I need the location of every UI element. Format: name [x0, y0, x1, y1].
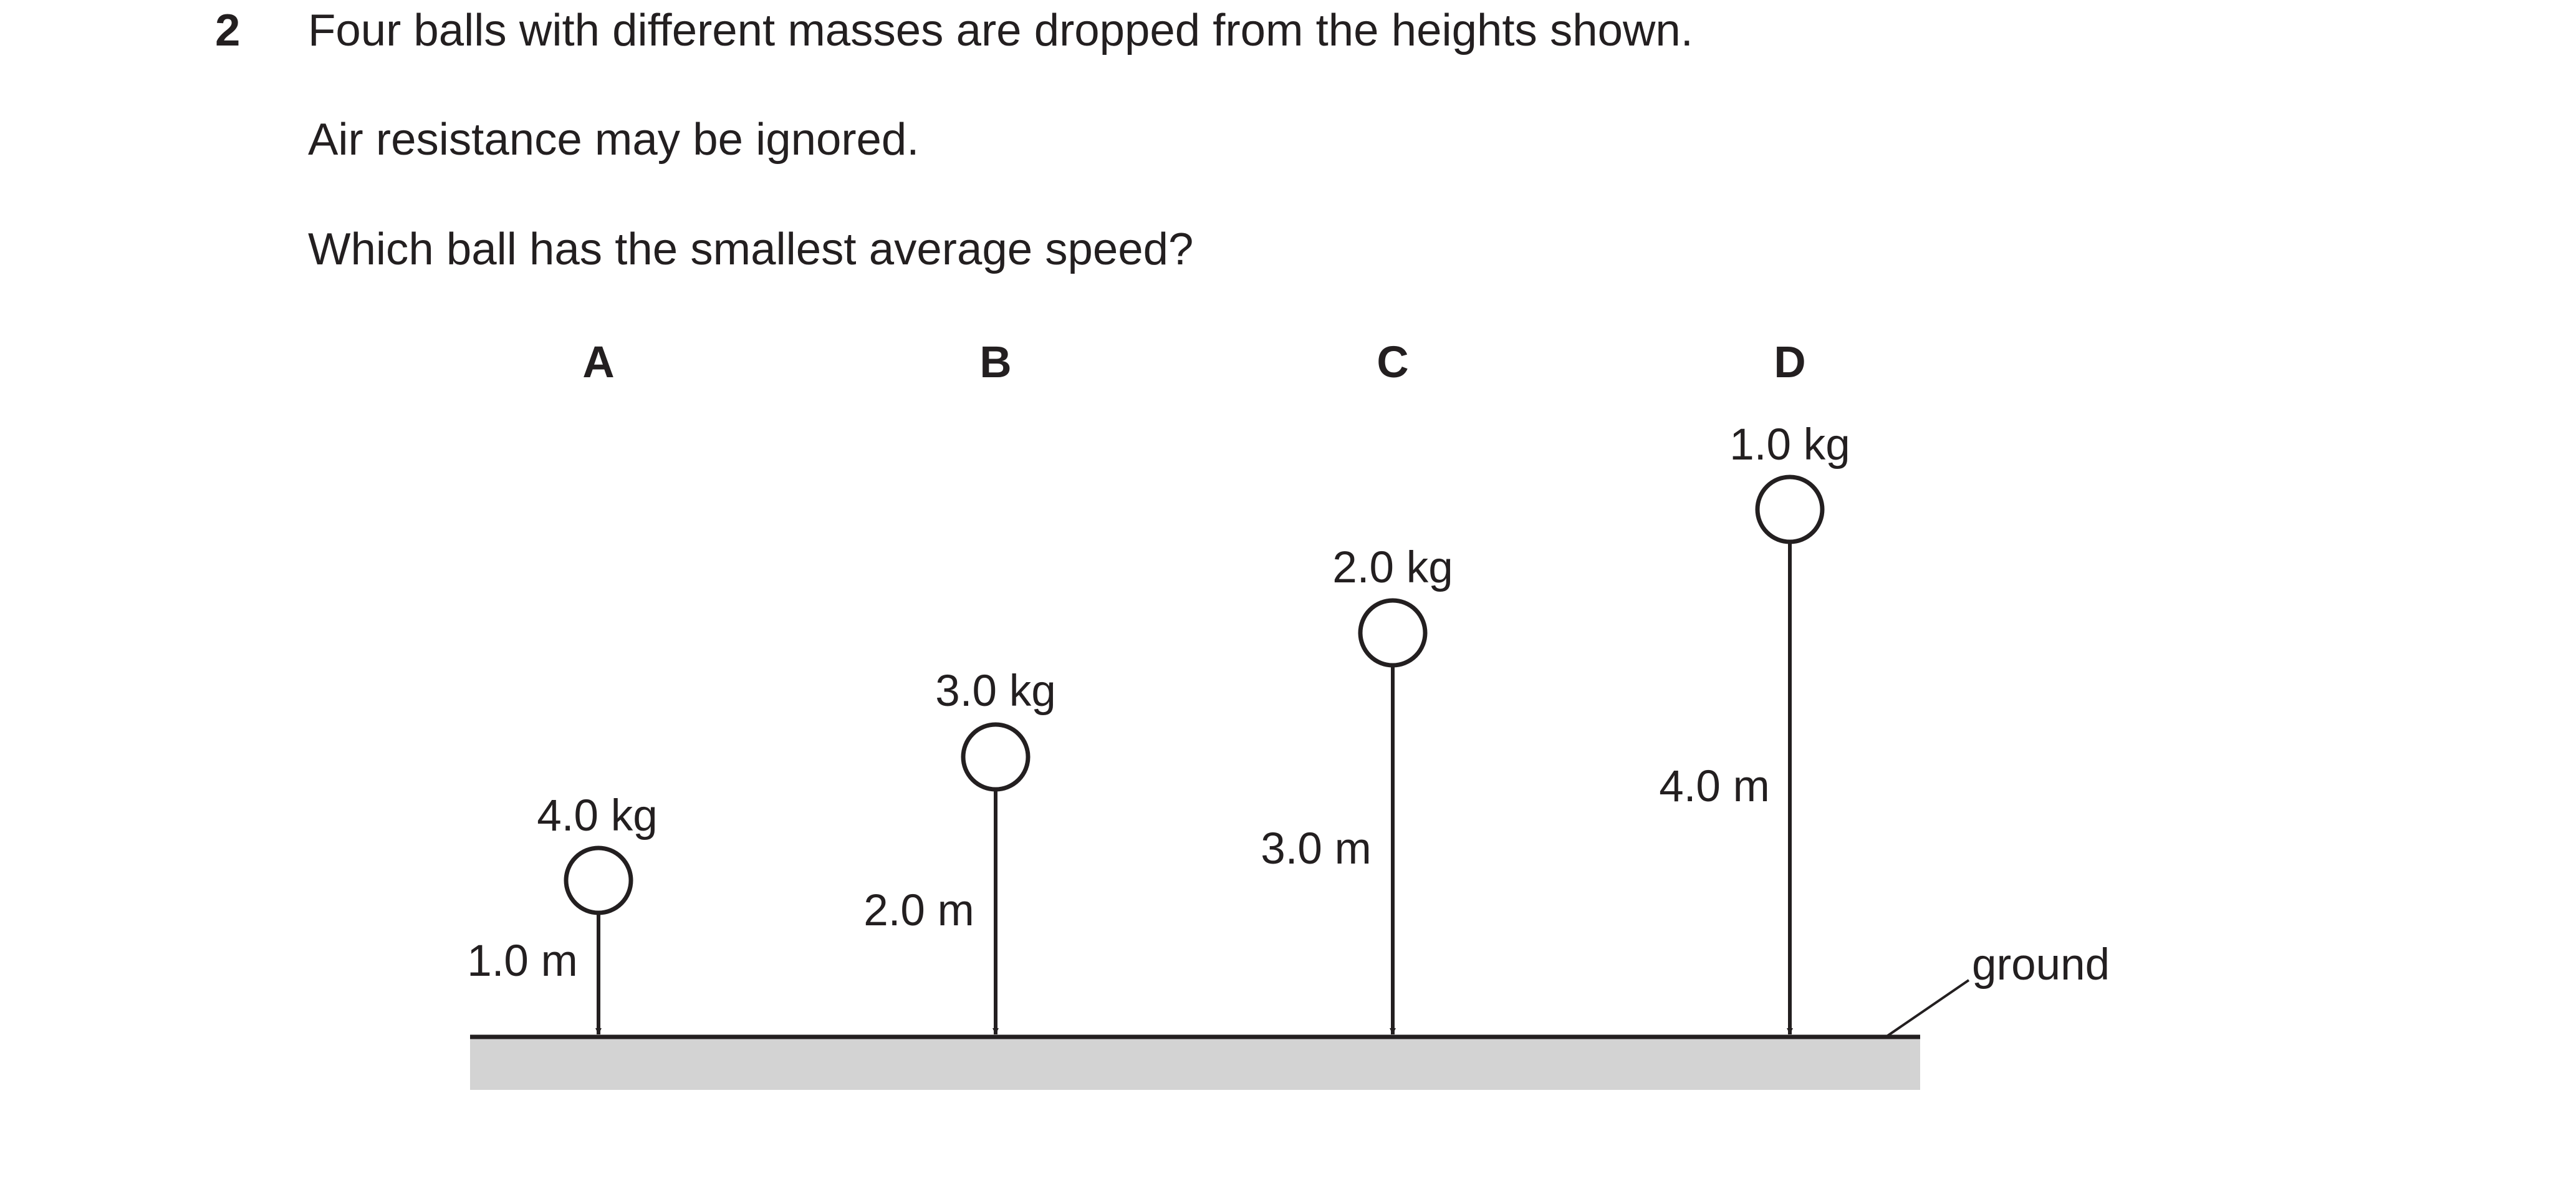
ball-b-mass-label: 3.0 kg [935, 667, 1055, 716]
ball-a-height-label: 1.0 m [467, 937, 578, 986]
ball-b-group: B 3.0 kg 2.0 m [863, 338, 1056, 1034]
ball-c-letter: C [1377, 338, 1408, 387]
ball-c-mass-label: 2.0 kg [1332, 543, 1453, 592]
ball-a-group: A 4.0 kg 1.0 m [467, 338, 658, 1034]
ball-a [564, 845, 633, 915]
ball-d [1755, 474, 1825, 544]
ground-surface [470, 1037, 1920, 1090]
ball-a-letter: A [582, 338, 614, 387]
ball-d-letter: D [1774, 338, 1805, 387]
question-line-3: Which ball has the smallest average spee… [308, 224, 1193, 274]
ball-b-height-label: 2.0 m [863, 886, 974, 935]
ground-label: ground [1972, 940, 2110, 990]
question-number: 2 [215, 5, 240, 55]
ball-b-letter: B [979, 338, 1011, 387]
question-line-2: Air resistance may be ignored. [308, 114, 919, 165]
ball-c-height-label: 3.0 m [1261, 824, 1372, 874]
ball-b [961, 722, 1031, 792]
ball-d-height-label: 4.0 m [1659, 762, 1770, 811]
ball-d-mass-label: 1.0 kg [1729, 420, 1850, 470]
ball-d-group: D 1.0 kg 4.0 m [1659, 338, 1850, 1034]
question-line-1: Four balls with different masses are dro… [308, 5, 1693, 55]
ground-leader-line [1885, 979, 1970, 1038]
ball-a-mass-label: 4.0 kg [537, 791, 657, 840]
ball-c [1358, 598, 1428, 668]
ball-c-group: C 2.0 kg 3.0 m [1261, 338, 1453, 1034]
